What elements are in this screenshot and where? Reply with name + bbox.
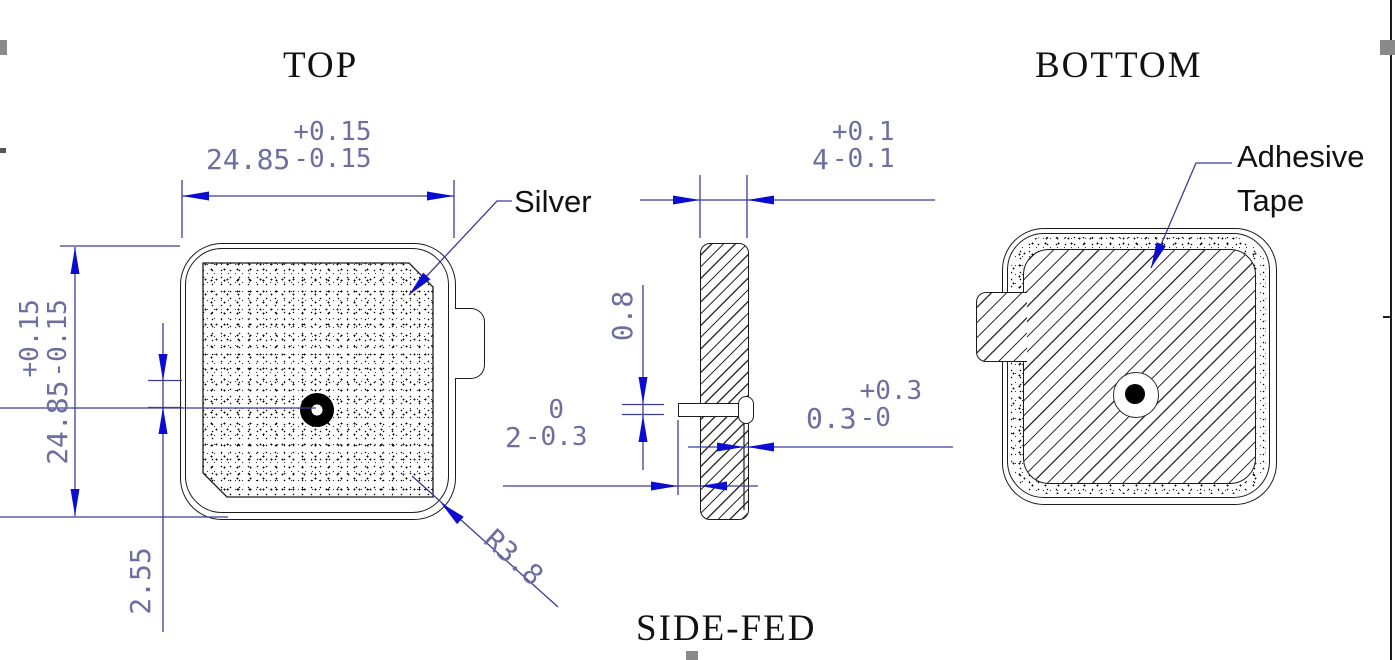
dim-feed-offset: 2.55 — [124, 539, 157, 623]
dim-tol-minus: -0.1 — [831, 144, 895, 175]
dim-feed-pin-length: 2 0 -0.3 — [505, 395, 588, 454]
dim-left-height: 24.85 +0.15 -0.15 — [12, 262, 74, 502]
frame-mark — [0, 148, 6, 153]
frame-mark — [0, 40, 7, 55]
dim-tol-minus: -0.15 — [42, 299, 73, 378]
arrowhead — [651, 481, 678, 491]
adhesive-tape-label: Adhesive Tape — [1237, 141, 1365, 216]
dim-tol-minus: -0.3 — [524, 422, 588, 453]
arrowhead — [747, 195, 774, 205]
bottom-view-feed-tab — [976, 292, 1027, 362]
side-view-cross-section — [700, 243, 749, 520]
silver-label: Silver — [514, 184, 592, 219]
dim-tol-plus: +0.1 — [831, 117, 895, 147]
arrowhead — [427, 191, 454, 201]
side-view-solder-cap — [738, 396, 754, 424]
adhesive-tape-area — [1023, 249, 1256, 484]
top-view-inner-outline — [185, 248, 449, 513]
dim-value: 2 — [505, 420, 522, 454]
frame-mark — [686, 651, 698, 660]
arrowhead — [158, 354, 168, 381]
arrowhead — [638, 415, 648, 442]
dim-feed-pin-height: 0.8 — [606, 286, 639, 346]
dim-tol-plus: 0 — [548, 395, 564, 425]
dim-tol-plus: +0.15 — [293, 117, 372, 147]
dim-top-width: 24.85 +0.15 -0.15 — [206, 117, 372, 176]
arrowhead — [158, 407, 168, 434]
adhesive-tape-label-line2: Tape — [1237, 183, 1305, 218]
dim-tol-minus: -0 — [859, 403, 891, 434]
adhesive-tape-label-line1: Adhesive — [1237, 139, 1365, 174]
bottom-view-feed-dot — [1125, 384, 1145, 404]
arrowhead — [747, 442, 774, 452]
dim-thickness: 4 +0.1 -0.1 — [812, 117, 895, 176]
top-view-feed-tab — [455, 308, 485, 379]
bottom-view-inner-outline — [1007, 233, 1270, 498]
dim-value: 0.8 — [606, 290, 639, 342]
dim-value: 4 — [812, 142, 829, 176]
top-view-feed-point — [300, 393, 334, 427]
title-top-view: TOP — [283, 45, 359, 86]
frame-mark — [1380, 40, 1395, 55]
dim-tol-plus: +0.15 — [15, 299, 46, 378]
dim-value: 2.55 — [124, 547, 157, 615]
dim-value: 24.85 — [41, 380, 74, 465]
arrowhead — [673, 195, 700, 205]
dim-tol-plus: +0.3 — [859, 376, 923, 406]
dim-value: 24.85 — [206, 142, 291, 176]
arrowhead — [182, 191, 209, 201]
title-bottom-view: BOTTOM — [1035, 45, 1203, 86]
dim-value: R3.8 — [477, 522, 550, 593]
dim-value: 0.3 — [806, 401, 857, 435]
title-side-fed: SIDE-FED — [636, 608, 817, 649]
dim-corner-radius: R3.8 — [468, 514, 559, 601]
silver-patch — [203, 263, 433, 497]
arrowhead — [638, 377, 648, 404]
dim-tol-minus: -0.15 — [293, 144, 372, 175]
dim-feed-pin-inset: 0.3 +0.3 -0 — [806, 376, 923, 435]
